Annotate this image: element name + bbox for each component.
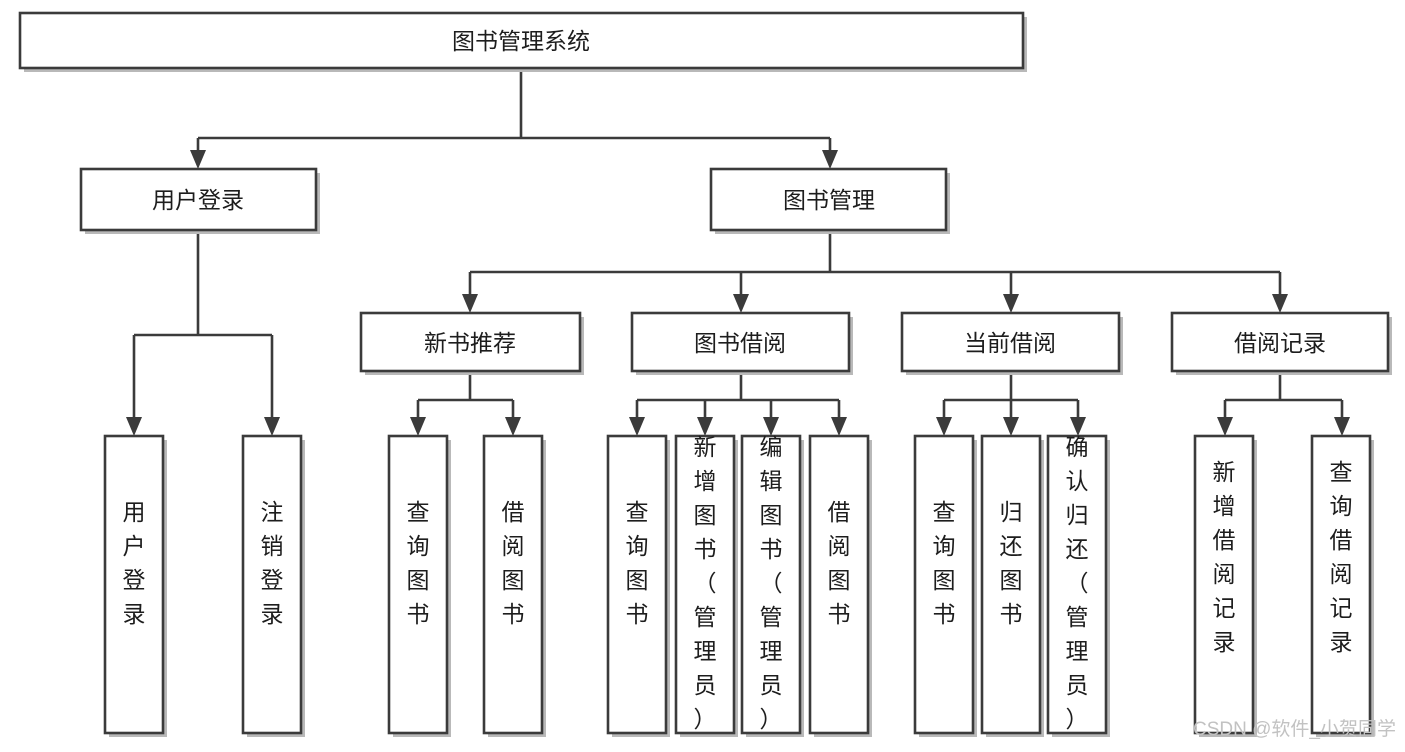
node-leaf-return-book-label: 归还图书: [1000, 499, 1023, 627]
node-leaf-logout-login-rect: [241, 434, 303, 735]
node-leaf-edit-book-rect: [740, 434, 802, 735]
watermark-label: CSDN @软件_小贺同学: [1193, 718, 1396, 740]
arrow-head-book-borrow: [733, 294, 749, 313]
node-leaf-borrow-book-2-rect: [808, 434, 870, 735]
arrow-head-new-book-recommend: [462, 294, 478, 313]
node-leaf-confirm-return-rect: [1046, 434, 1108, 735]
node-book-manage-label: 图书管理: [783, 187, 875, 213]
arrow-head-leaf-return-book: [1003, 417, 1019, 436]
arrow-head-leaf-logout-login: [264, 417, 280, 436]
arrow-head-leaf-add-record: [1217, 417, 1233, 436]
node-borrow-record[interactable]: 借阅记录: [1170, 311, 1392, 375]
node-current-borrow[interactable]: 当前借阅: [900, 311, 1123, 375]
node-leaf-query-book-3-rect: [913, 434, 975, 735]
arrow-head-leaf-query-book-2: [629, 417, 645, 436]
node-leaf-borrow-book-1-rect: [482, 434, 544, 735]
node-new-book-recommend-label: 新书推荐: [424, 330, 516, 356]
node-leaf-confirm-return[interactable]: 确认归还（管理员）: [1046, 434, 1110, 737]
node-leaf-add-record-label: 新增借阅记录: [1213, 459, 1236, 655]
node-leaf-query-book-2[interactable]: 查询图书: [606, 434, 670, 737]
node-leaf-query-book-1-label: 查询图书: [407, 499, 430, 627]
node-user-login-label: 用户登录: [152, 187, 244, 213]
arrow-head-leaf-edit-book: [763, 417, 779, 436]
node-leaf-add-book-label: 新增图书（管理员）: [694, 434, 717, 732]
arrow-head-book-manage: [822, 150, 838, 169]
node-new-book-recommend-rect: [359, 311, 582, 373]
node-leaf-query-record-rect: [1310, 434, 1372, 735]
node-leaf-query-record-label: 查询借阅记录: [1330, 459, 1353, 655]
node-user-login-rect: [79, 167, 318, 232]
arrow-head-current-borrow: [1003, 294, 1019, 313]
node-leaf-user-login[interactable]: 用户登录: [103, 434, 167, 737]
node-new-book-recommend[interactable]: 新书推荐: [359, 311, 584, 375]
arrow-head-leaf-query-record: [1334, 417, 1350, 436]
node-root-rect: [18, 11, 1025, 70]
arrow-head-leaf-query-book-3: [936, 417, 952, 436]
arrow-head-borrow-record: [1272, 294, 1288, 313]
node-book-borrow[interactable]: 图书借阅: [630, 311, 853, 375]
node-leaf-borrow-book-1[interactable]: 借阅图书: [482, 434, 546, 737]
node-leaf-borrow-book-2-label: 借阅图书: [828, 499, 851, 627]
node-book-manage-rect: [709, 167, 948, 232]
node-leaf-add-record-rect: [1193, 434, 1255, 735]
node-leaf-logout-login[interactable]: 注销登录: [241, 434, 305, 737]
node-leaf-borrow-book-2[interactable]: 借阅图书: [808, 434, 872, 737]
node-leaf-add-record[interactable]: 新增借阅记录: [1193, 434, 1257, 737]
node-leaf-add-book[interactable]: 新增图书（管理员）: [674, 434, 738, 737]
node-leaf-edit-book[interactable]: 编辑图书（管理员）: [740, 434, 804, 737]
node-leaf-query-book-1[interactable]: 查询图书: [387, 434, 451, 737]
arrow-head-leaf-borrow-book-2: [831, 417, 847, 436]
node-leaf-return-book[interactable]: 归还图书: [980, 434, 1044, 737]
node-leaf-borrow-book-1-label: 借阅图书: [502, 499, 525, 627]
node-borrow-record-rect: [1170, 311, 1390, 373]
node-leaf-add-book-rect: [674, 434, 736, 735]
arrow-head-leaf-borrow-book-1: [505, 417, 521, 436]
node-leaf-confirm-return-label: 确认归还（管理员）: [1066, 434, 1089, 732]
node-root-label: 图书管理系统: [452, 28, 590, 54]
node-root[interactable]: 图书管理系统: [18, 11, 1027, 72]
node-book-borrow-rect: [630, 311, 851, 373]
arrow-head-leaf-confirm-return: [1070, 417, 1086, 436]
node-leaf-logout-login-label: 注销登录: [261, 499, 284, 627]
node-leaf-query-book-2-rect: [606, 434, 668, 735]
node-leaf-return-book-rect: [980, 434, 1042, 735]
arrow-head-leaf-query-book-1: [410, 417, 426, 436]
arrow-head-leaf-user-login: [126, 417, 142, 436]
node-book-borrow-label: 图书借阅: [694, 330, 786, 356]
node-leaf-query-book-3[interactable]: 查询图书: [913, 434, 977, 737]
node-leaf-user-login-rect: [103, 434, 165, 735]
arrow-head-user-login: [190, 150, 206, 169]
node-user-login[interactable]: 用户登录: [79, 167, 320, 234]
node-leaf-query-book-2-label: 查询图书: [626, 499, 649, 627]
node-leaf-edit-book-label: 编辑图书（管理员）: [760, 434, 783, 732]
node-current-borrow-rect: [900, 311, 1121, 373]
node-leaf-query-record[interactable]: 查询借阅记录: [1310, 434, 1374, 737]
node-leaf-user-login-label: 用户登录: [123, 499, 146, 627]
connector-layer: [126, 68, 1350, 436]
node-book-manage[interactable]: 图书管理: [709, 167, 950, 234]
node-current-borrow-label: 当前借阅: [964, 330, 1056, 356]
node-leaf-query-book-3-label: 查询图书: [933, 499, 956, 627]
node-leaf-query-book-1-rect: [387, 434, 449, 735]
arrow-head-leaf-add-book: [697, 417, 713, 436]
node-borrow-record-label: 借阅记录: [1234, 330, 1326, 356]
